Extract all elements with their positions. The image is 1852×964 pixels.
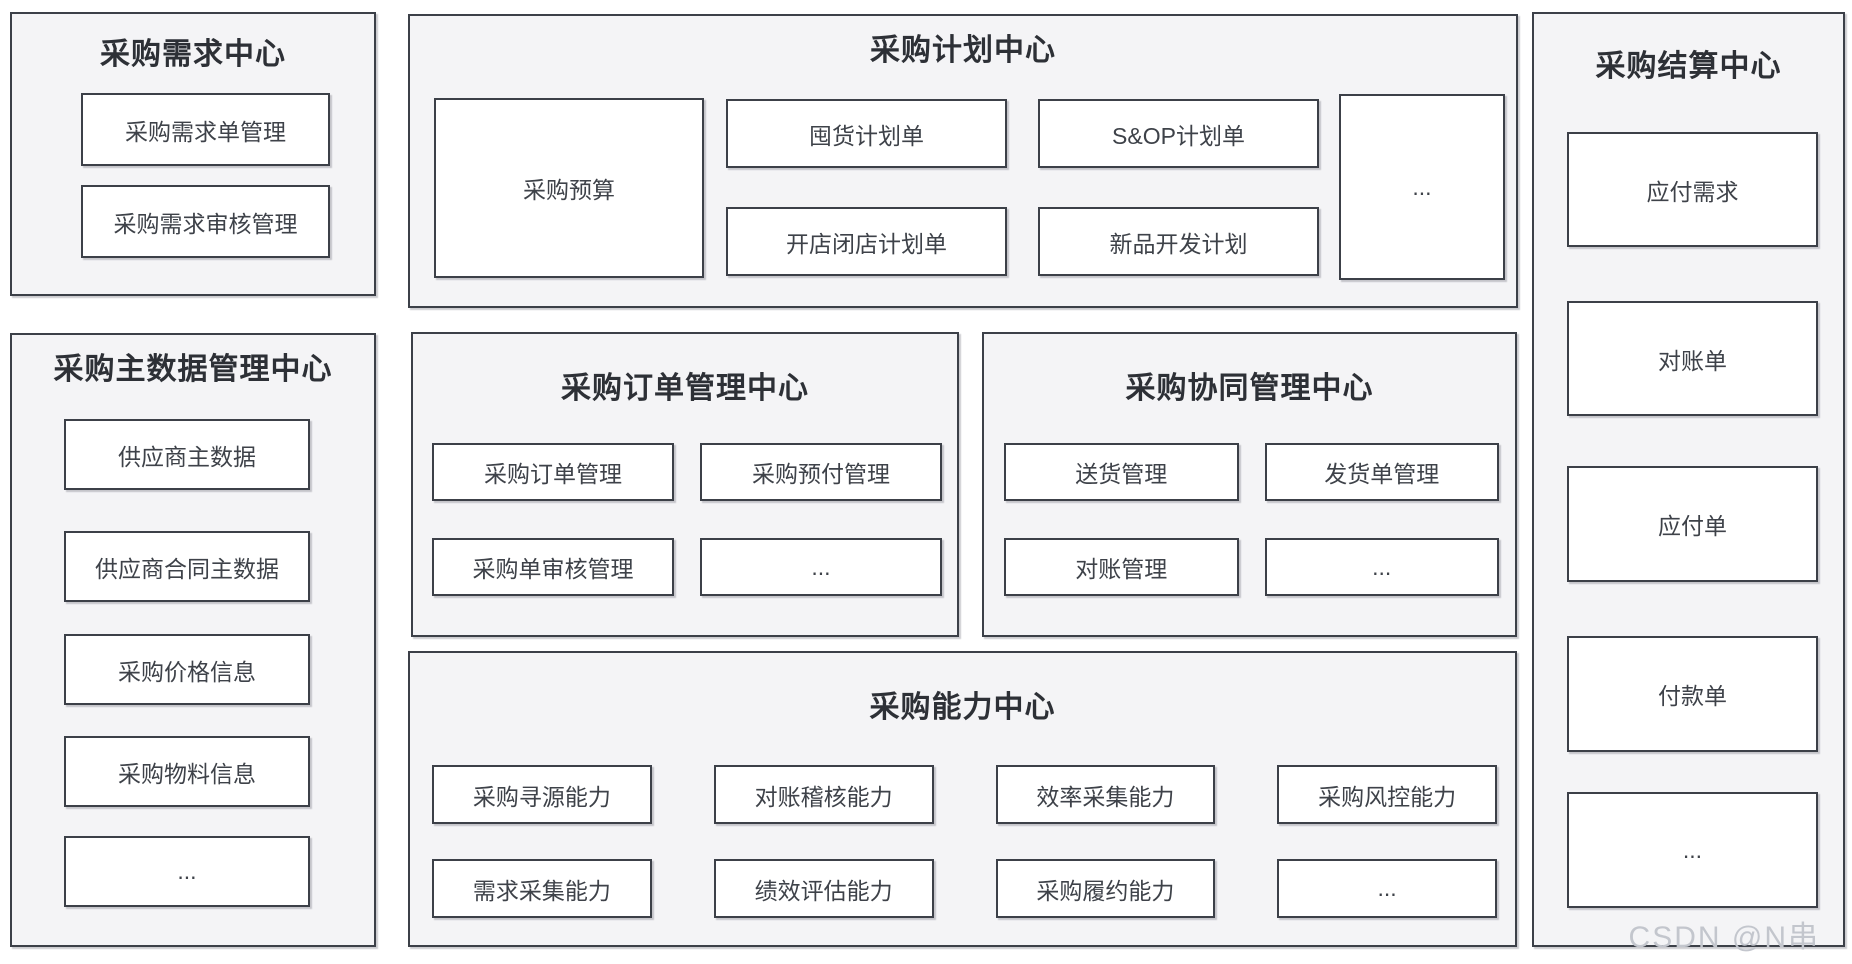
panel-procurement-plan-center: 采购计划中心 采购预算 囤货计划单 S&OP计划单 开店闭店计划单 新品开发计划… <box>408 14 1518 308</box>
module-box-settlement-more: ... <box>1567 792 1818 908</box>
order-row-2: 采购单审核管理 ... <box>432 538 942 596</box>
collab-row-2: 对账管理 ... <box>1004 538 1499 596</box>
panel-title: 采购订单管理中心 <box>561 372 809 405</box>
panel-procurement-settlement-center: 采购结算中心 应付需求 对账单 应付单 付款单 ... <box>1532 12 1845 947</box>
panel-title: 采购计划中心 <box>870 34 1056 67</box>
module-box-purchase-prepay-mgmt: 采购预付管理 <box>700 443 942 501</box>
module-box-new-product-dev-plan: 新品开发计划 <box>1038 207 1319 276</box>
panel-title: 采购协同管理中心 <box>1125 372 1374 405</box>
panel-purchase-order-mgmt-center: 采购订单管理中心 采购订单管理 采购预付管理 采购单审核管理 ... <box>411 332 959 637</box>
module-box-demand-audit-mgmt: 采购需求审核管理 <box>81 185 330 258</box>
module-box-efficiency-collection-capability: 效率采集能力 <box>995 765 1216 824</box>
csdn-watermark: CSDN @N串 <box>1628 921 1820 954</box>
module-box-performance-evaluation-capability: 绩效评估能力 <box>713 859 934 918</box>
panel-procurement-collab-center: 采购协同管理中心 送货管理 发货单管理 对账管理 ... <box>982 332 1517 637</box>
module-box-demand-order-mgmt: 采购需求单管理 <box>81 93 330 166</box>
capability-row-2: 需求采集能力 绩效评估能力 采购履约能力 ... <box>432 859 1497 918</box>
module-box-supplier-master-data: 供应商主数据 <box>64 419 310 490</box>
module-box-sourcing-capability: 采购寻源能力 <box>432 765 652 824</box>
panel-title: 采购能力中心 <box>869 691 1056 724</box>
module-box-statement-of-account: 对账单 <box>1567 301 1818 416</box>
panel-title: 采购主数据管理中心 <box>53 353 333 386</box>
module-box-risk-control-capability: 采购风控能力 <box>1277 765 1497 824</box>
module-box-store-open-close-plan: 开店闭店计划单 <box>726 207 1007 276</box>
module-box-purchase-price-info: 采购价格信息 <box>64 634 310 705</box>
panel-master-data-center: 采购主数据管理中心 供应商主数据 供应商合同主数据 采购价格信息 采购物料信息 … <box>10 333 376 947</box>
module-box-payable-demand: 应付需求 <box>1567 132 1818 247</box>
collab-row-1: 送货管理 发货单管理 <box>1004 443 1499 501</box>
module-box-purchase-material-info: 采购物料信息 <box>64 736 310 807</box>
module-box-supplier-contract-data: 供应商合同主数据 <box>64 531 310 602</box>
module-box-payment-note: 付款单 <box>1567 636 1818 752</box>
panel-title: 采购需求中心 <box>100 38 286 71</box>
module-box-plan-more: ... <box>1339 94 1505 280</box>
module-box-collab-more: ... <box>1264 538 1499 596</box>
module-box-payable-note: 应付单 <box>1567 466 1818 582</box>
module-box-delivery-mgmt: 送货管理 <box>1004 443 1239 501</box>
module-box-purchase-order-audit-mgmt: 采购单审核管理 <box>432 538 674 596</box>
panel-title: 采购结算中心 <box>1595 50 1782 83</box>
module-box-order-more: ... <box>700 538 942 596</box>
order-row-1: 采购订单管理 采购预付管理 <box>432 443 942 501</box>
module-box-master-data-more: ... <box>64 836 310 907</box>
capability-row-1: 采购寻源能力 对账稽核能力 效率采集能力 采购风控能力 <box>432 765 1497 824</box>
module-box-purchase-budget: 采购预算 <box>434 98 704 278</box>
module-box-sop-plan: S&OP计划单 <box>1038 99 1319 168</box>
panel-procurement-demand-center: 采购需求中心 采购需求单管理 采购需求审核管理 <box>10 12 376 296</box>
module-box-capability-more: ... <box>1277 859 1497 918</box>
module-box-purchase-order-mgmt: 采购订单管理 <box>432 443 674 501</box>
module-box-demand-collection-capability: 需求采集能力 <box>432 859 652 918</box>
module-box-fulfillment-capability: 采购履约能力 <box>995 859 1216 918</box>
panel-procurement-capability-center: 采购能力中心 采购寻源能力 对账稽核能力 效率采集能力 采购风控能力 需求采集能… <box>408 651 1517 947</box>
module-box-reconciliation-audit-capability: 对账稽核能力 <box>713 765 934 824</box>
module-box-shipment-note-mgmt: 发货单管理 <box>1264 443 1499 501</box>
module-box-reconciliation-mgmt: 对账管理 <box>1004 538 1239 596</box>
module-box-stockpile-plan: 囤货计划单 <box>726 99 1007 168</box>
